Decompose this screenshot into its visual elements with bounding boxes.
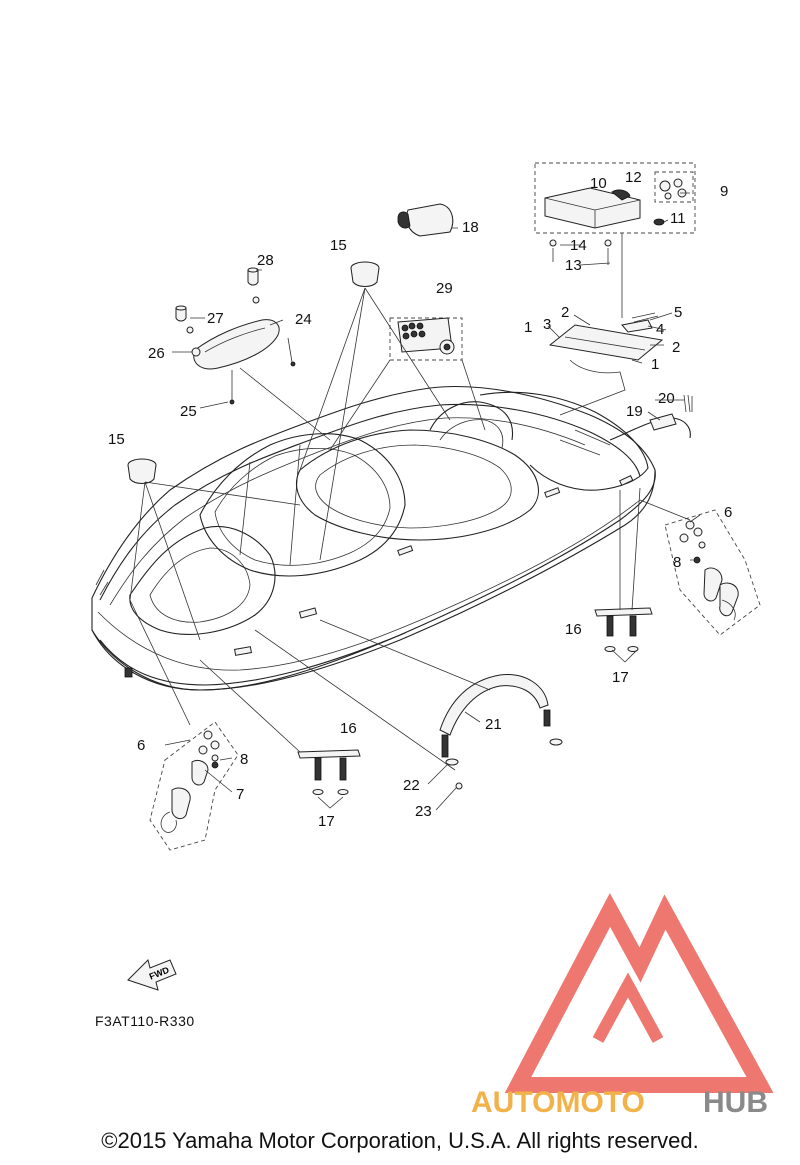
cleat-16-right — [594, 607, 653, 652]
callout-8b: 8 — [240, 751, 248, 768]
hose-19-20 — [609, 394, 693, 441]
cleat-16-left — [297, 749, 361, 795]
mirror-18 — [397, 203, 454, 237]
watermark-brand-right: HUB — [703, 1086, 768, 1119]
washer-26 — [191, 347, 201, 357]
cap-28 — [247, 267, 259, 286]
callout-4: 4 — [656, 321, 664, 338]
callout-16b: 16 — [340, 720, 357, 737]
fwd-arrow-icon: FWD — [127, 959, 177, 991]
cup-holder-15-left — [127, 458, 157, 484]
callout-7: 7 — [236, 786, 244, 803]
cleat-group-6-right — [664, 509, 761, 636]
bolt-13-14 — [549, 239, 612, 265]
cup-holder-15-upper — [350, 261, 380, 287]
bow-rail-21 — [439, 674, 563, 790]
callout-10: 10 — [590, 175, 607, 192]
callout-2: 2 — [561, 304, 569, 321]
callout-28: 28 — [257, 252, 274, 269]
callout-24: 24 — [295, 311, 312, 328]
screw-25 — [229, 370, 235, 405]
callout-17: 17 — [612, 669, 629, 686]
callout-22: 22 — [403, 777, 420, 794]
callout-16: 16 — [565, 621, 582, 638]
callout-labels: 1 1 2 2 3 4 5 6 6 7 8 8 9 10 11 12 13 14… — [108, 169, 732, 830]
cap-27 — [175, 305, 187, 322]
callout-6b: 6 — [137, 737, 145, 754]
callout-19: 19 — [626, 403, 643, 420]
callout-5: 5 — [674, 304, 682, 321]
leader-17-right — [611, 649, 638, 663]
rail-1-2-3 — [548, 312, 664, 361]
leader-lines — [129, 287, 691, 771]
callout-8: 8 — [673, 554, 681, 571]
callout-1b: 1 — [651, 356, 659, 373]
callout-27: 27 — [207, 310, 224, 327]
callout-9: 9 — [720, 183, 728, 200]
callout-21: 21 — [485, 716, 502, 733]
callout-15b: 15 — [108, 431, 125, 448]
callout-6: 6 — [724, 504, 732, 521]
callout-12: 12 — [625, 169, 642, 186]
callout-15: 15 — [330, 237, 347, 254]
callout-26: 26 — [148, 345, 165, 362]
callout-ticks — [164, 192, 701, 811]
callout-20: 20 — [658, 390, 675, 407]
callout-11: 11 — [670, 210, 686, 227]
callout-18: 18 — [462, 219, 479, 236]
callout-2b: 2 — [672, 339, 680, 356]
watermark-brand-left: AUTOMOTO — [471, 1086, 645, 1119]
screw-24b — [287, 337, 296, 367]
callout-23: 23 — [415, 803, 432, 820]
callout-17b: 17 — [318, 813, 335, 830]
leader-rail — [559, 359, 626, 416]
cleat-group-6-left — [149, 721, 239, 851]
callout-3: 3 — [543, 316, 551, 333]
callout-25: 25 — [180, 403, 197, 420]
washer-27 — [186, 326, 194, 334]
grab-handle-24 — [193, 319, 280, 370]
bracket-assembly-9 — [534, 162, 696, 234]
boat-hull — [91, 385, 656, 691]
switch-panel-29 — [389, 317, 463, 361]
watermark-brand: AUTOMOTO HUB — [471, 1086, 768, 1119]
copyright-notice: ©2015 Yamaha Motor Corporation, U.S.A. A… — [101, 1128, 699, 1153]
callout-14: 14 — [570, 237, 587, 254]
callout-29: 29 — [436, 280, 453, 297]
washer-small — [252, 296, 260, 304]
watermark-logo-icon — [504, 893, 774, 1093]
callout-13: 13 — [565, 257, 582, 274]
reference-code: F3AT110-R330 — [95, 1013, 195, 1029]
leader-17-left — [317, 796, 344, 809]
callout-1: 1 — [524, 319, 532, 336]
